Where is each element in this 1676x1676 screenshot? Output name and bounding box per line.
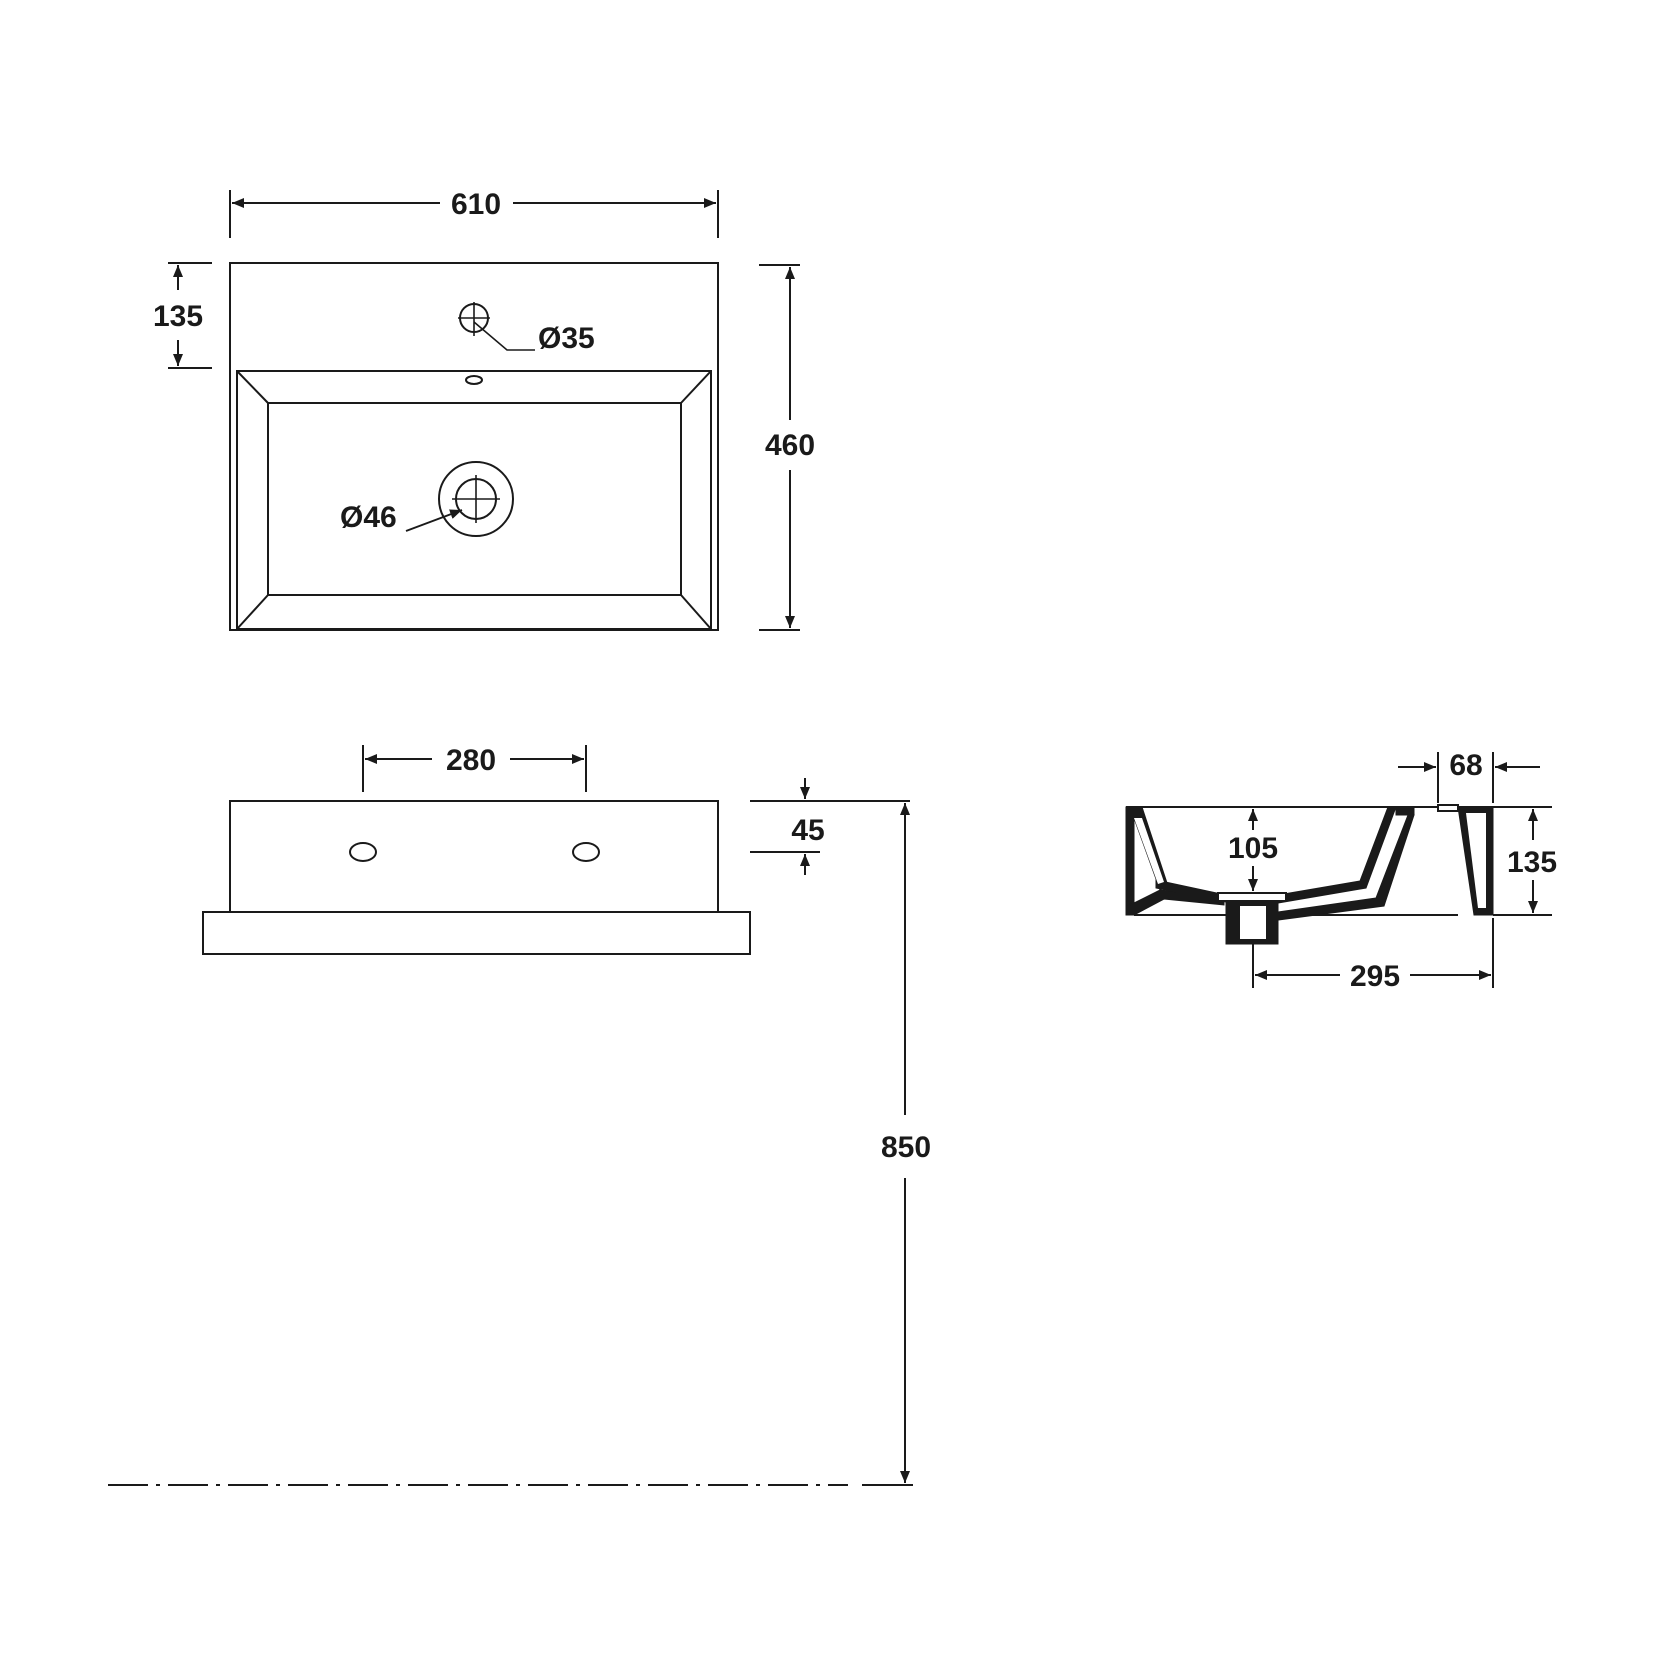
hole-spacing-label: 280 [446, 744, 496, 777]
depth-dimension [759, 264, 800, 631]
rim-dimension [1398, 752, 1540, 803]
tap-offset-label: 135 [153, 300, 203, 333]
tap-hole [458, 302, 535, 351]
depth-label: 460 [765, 429, 815, 462]
basin-front [229, 800, 719, 913]
hole-height-label: 45 [791, 814, 824, 847]
installation-height-dimension [862, 803, 913, 1486]
overflow-hole [465, 375, 483, 385]
countertop [202, 911, 751, 955]
front-view: 280 45 850 [108, 744, 931, 1486]
hole-spacing-dimension [362, 745, 587, 792]
drain [405, 461, 514, 537]
bowl-floor-top [267, 402, 682, 596]
drain-offset-dimension [1252, 918, 1494, 988]
tap-offset-dimension [168, 262, 212, 369]
drain-offset-label: 295 [1350, 960, 1400, 993]
width-label: 610 [451, 188, 501, 221]
width-dimension [229, 190, 719, 238]
rim-label: 68 [1449, 749, 1482, 782]
mounting-hole-left [349, 842, 377, 862]
installation-height-label: 850 [881, 1131, 931, 1164]
drain-label: Ø46 [340, 501, 397, 534]
bowl-rim-top [236, 370, 712, 630]
hole-height-dimension [750, 778, 910, 875]
side-section-view: 68 105 135 295 [1125, 749, 1557, 993]
inner-depth-label: 105 [1228, 832, 1278, 865]
height-dimension [1493, 806, 1552, 916]
mounting-hole-right [572, 842, 600, 862]
tap-hole-label: Ø35 [538, 322, 595, 355]
height-label: 135 [1507, 846, 1557, 879]
left-wall-section [1125, 806, 1135, 916]
right-wall-section [1395, 806, 1415, 816]
top-view: Ø35 Ø46 610 135 [153, 188, 815, 631]
